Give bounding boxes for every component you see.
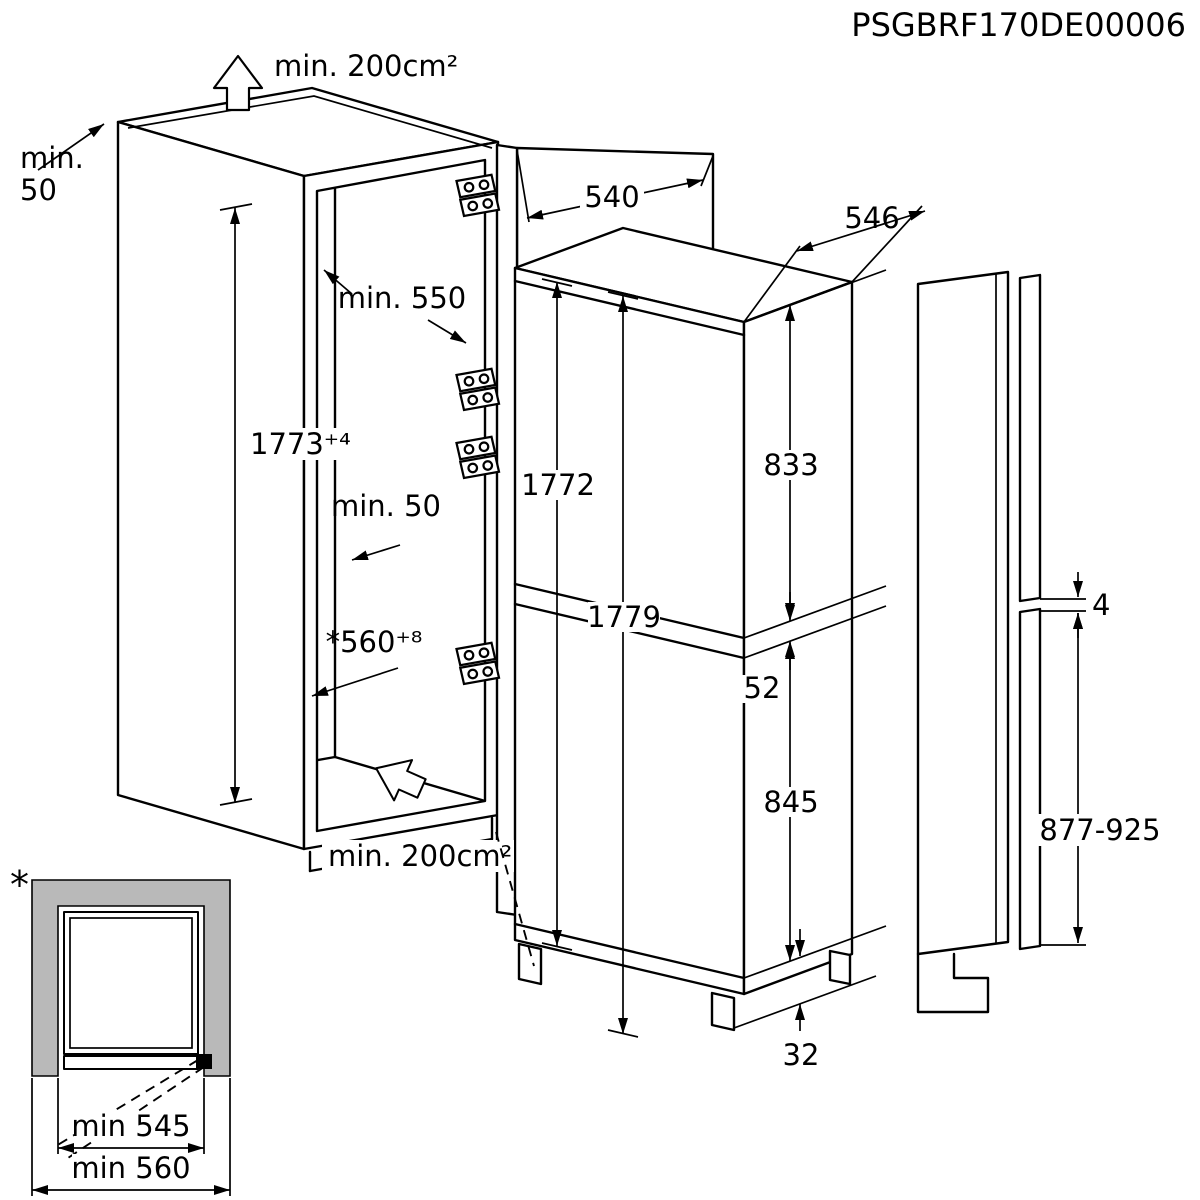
height-total-label: 1779 bbox=[587, 600, 661, 634]
lower-door-label: 845 bbox=[763, 785, 818, 819]
inset-outer-width-label: min 560 bbox=[71, 1151, 190, 1185]
appliance-top-view bbox=[63, 911, 199, 1055]
bottom-vent-label: min. 200cm² bbox=[328, 839, 512, 873]
upper-door-panel bbox=[1018, 273, 1042, 603]
cabinet-niche-drawing bbox=[116, 86, 500, 873]
plinth-notch bbox=[916, 952, 990, 1014]
cabinet-top-panel-line bbox=[127, 95, 493, 149]
top-clearance-arrow bbox=[37, 123, 105, 171]
side-panel-drawing bbox=[916, 270, 1042, 1014]
inset-inner-width-label: min 545 bbox=[71, 1109, 190, 1143]
side-wall bbox=[916, 270, 1010, 956]
hinge-icon bbox=[455, 641, 501, 686]
alignment-dashed-line bbox=[495, 831, 535, 967]
panel-range-dim: 877-925 bbox=[1038, 613, 1164, 946]
width-label: 540 bbox=[584, 180, 639, 214]
depth-label: 546 bbox=[844, 201, 899, 235]
door-pivot bbox=[196, 1054, 212, 1069]
panel-gap-label: 4 bbox=[1092, 588, 1110, 622]
door-dims: 833 52 845 32 bbox=[733, 269, 887, 1072]
height-carcass-label: 1772 bbox=[521, 468, 595, 502]
inset-footnote-mark: * bbox=[10, 863, 29, 907]
inset-inner-width-dim: min 545 bbox=[58, 1109, 204, 1153]
niche-depth-label: min. 550 bbox=[338, 281, 466, 315]
door-swing-dashed bbox=[67, 1066, 205, 1159]
hinge-icon bbox=[455, 367, 501, 412]
appliance-drawing bbox=[513, 226, 854, 1032]
niche-width-label: *560⁺⁸ bbox=[326, 625, 423, 659]
door-closed-top-view bbox=[63, 1055, 199, 1070]
lower-door-panel bbox=[1018, 607, 1042, 951]
hinge-icon bbox=[455, 173, 501, 218]
plinth-label: 32 bbox=[783, 1038, 820, 1072]
airflow-bottom-arrow-icon bbox=[375, 759, 427, 802]
door-gap-label: 52 bbox=[744, 671, 781, 705]
upper-door-label: 833 bbox=[763, 448, 818, 482]
niche-height-label: 1773⁺⁴ bbox=[250, 427, 351, 461]
width-dim: 540 bbox=[516, 149, 714, 223]
top-view-inset: * min 545 min 560 bbox=[10, 863, 231, 1196]
inset-outer-width-dim: min 560 bbox=[32, 1151, 230, 1195]
top-vent-label: min. 200cm² bbox=[274, 49, 458, 83]
hinge-icon bbox=[455, 435, 501, 480]
niche-opening bbox=[315, 158, 487, 833]
top-clearance-label: min. bbox=[20, 141, 84, 175]
depth-dim: 546 bbox=[743, 201, 926, 323]
panel-gap-dim: 4 bbox=[1040, 572, 1110, 638]
rear-clearance-label: min. 50 bbox=[331, 489, 441, 523]
appliance-foot bbox=[828, 949, 852, 986]
annotations: PSGBRF170DE00006 min. 200cm² min. 50 min… bbox=[20, 6, 1186, 1072]
niche-height-dim: 1773⁺⁴ bbox=[219, 203, 351, 806]
airflow-up-arrow-icon bbox=[212, 54, 264, 112]
appliance-foot bbox=[517, 942, 543, 986]
top-clearance-value: 50 bbox=[20, 173, 57, 207]
appliance-foot bbox=[710, 991, 736, 1032]
height-carcass-dim: 1772 bbox=[521, 278, 595, 951]
panel-range-label: 877-925 bbox=[1039, 813, 1160, 847]
height-total-dim: 1779 bbox=[587, 291, 661, 1038]
product-code: PSGBRF170DE00006 bbox=[851, 6, 1186, 44]
cabinet-left-face bbox=[116, 120, 306, 851]
